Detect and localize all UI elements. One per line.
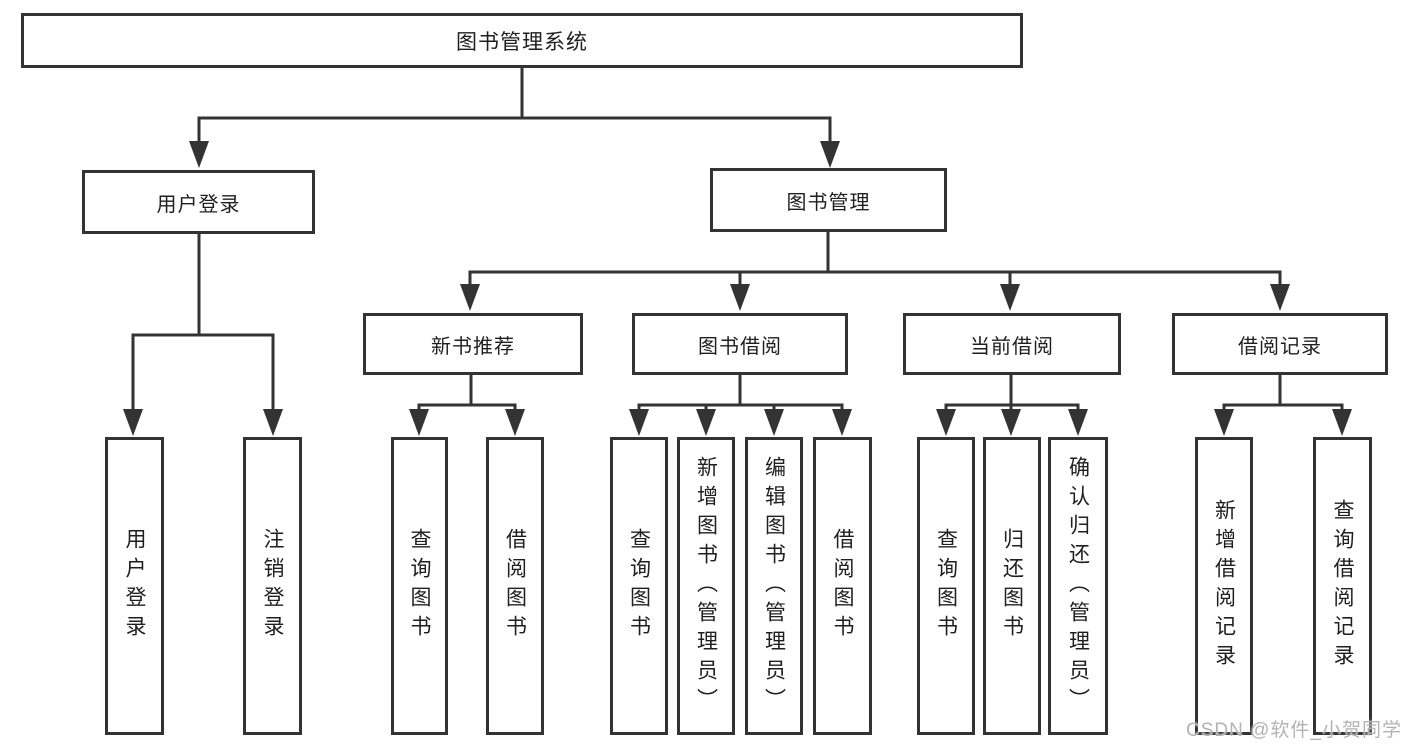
leaf-logout: 注销登录 bbox=[243, 437, 302, 735]
leaf-label: 确认归还（管理员） bbox=[1066, 455, 1090, 717]
leaf-add-books-admin: 新增图书（管理员） bbox=[677, 437, 735, 735]
leaf-label: 用户登录 bbox=[123, 528, 146, 644]
leaf-query-books-current: 查询图书 bbox=[917, 437, 975, 735]
node-label: 当前借阅 bbox=[970, 335, 1054, 358]
node-label: 借阅记录 bbox=[1238, 335, 1322, 358]
leaf-edit-books-admin: 编辑图书（管理员） bbox=[745, 437, 803, 735]
leaf-label: 查询图书 bbox=[627, 528, 651, 644]
node-label: 图书借阅 bbox=[698, 335, 782, 358]
leaf-label: 查询借阅记录 bbox=[1331, 499, 1354, 673]
node-new-book-recommendation: 新书推荐 bbox=[363, 313, 583, 375]
leaf-user-login: 用户登录 bbox=[105, 437, 164, 735]
leaf-borrow-books-recommend: 借阅图书 bbox=[486, 437, 544, 735]
node-book-management: 图书管理 bbox=[710, 168, 947, 232]
leaf-query-books-borrowing: 查询图书 bbox=[610, 437, 668, 735]
node-label: 新书推荐 bbox=[431, 335, 515, 358]
node-label: 图书管理 bbox=[786, 191, 871, 214]
node-borrowing-records: 借阅记录 bbox=[1172, 313, 1388, 375]
node-current-borrowing: 当前借阅 bbox=[903, 313, 1121, 375]
leaf-label: 查询图书 bbox=[408, 528, 431, 644]
leaf-label: 新增图书（管理员） bbox=[694, 455, 718, 717]
leaf-label: 归还图书 bbox=[1000, 528, 1024, 644]
leaf-query-borrow-record: 查询借阅记录 bbox=[1313, 437, 1372, 735]
leaf-label: 编辑图书（管理员） bbox=[762, 455, 786, 717]
leaf-confirm-return-admin: 确认归还（管理员） bbox=[1048, 437, 1108, 735]
arrowhead-icons bbox=[123, 141, 1352, 436]
leaf-borrow-books: 借阅图书 bbox=[813, 437, 872, 735]
node-library-management-system: 图书管理系统 bbox=[21, 13, 1023, 68]
leaf-return-books: 归还图书 bbox=[983, 437, 1041, 735]
node-user-login: 用户登录 bbox=[82, 170, 315, 234]
leaf-query-books-recommend: 查询图书 bbox=[391, 437, 448, 735]
node-label: 图书管理系统 bbox=[456, 30, 588, 54]
node-book-borrowing: 图书借阅 bbox=[632, 313, 848, 375]
leaf-label: 注销登录 bbox=[261, 528, 284, 644]
node-label: 用户登录 bbox=[156, 193, 241, 216]
leaf-label: 借阅图书 bbox=[503, 528, 527, 644]
leaf-label: 查询图书 bbox=[934, 528, 958, 644]
leaf-label: 新增借阅记录 bbox=[1212, 499, 1236, 673]
leaf-add-borrow-record: 新增借阅记录 bbox=[1195, 437, 1253, 735]
leaf-label: 借阅图书 bbox=[831, 528, 854, 644]
